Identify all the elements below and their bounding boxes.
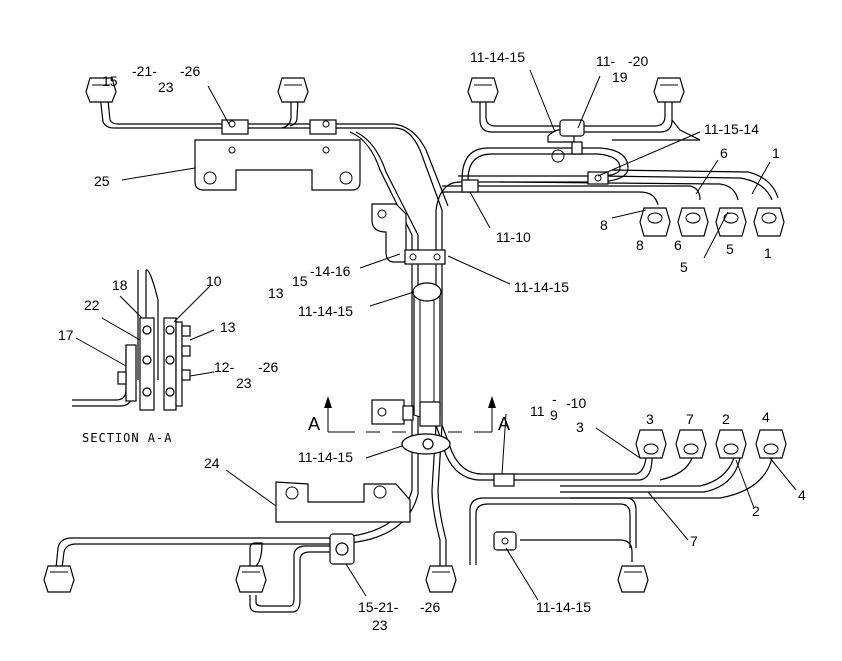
label-bot-11-14-15: 11-14-15: [536, 599, 591, 615]
nut-3: [635, 429, 667, 459]
label-tc-20: -20: [628, 53, 648, 69]
label-r-1: 1: [772, 145, 780, 161]
label-r-11-15-14: 11-15-14: [704, 121, 759, 137]
label-b-7: 7: [686, 411, 694, 427]
fitting-nuts: [43, 77, 787, 593]
label-m-9: 9: [550, 407, 558, 423]
nut-1: [753, 207, 785, 237]
label-s-23: 23: [236, 375, 252, 391]
bracket-25: [194, 139, 361, 191]
label-r-1b: 1: [764, 245, 772, 261]
nut-bottom-2: [235, 565, 267, 593]
label-r-5b: 5: [726, 241, 734, 257]
label-c-11-14-15b: 11-14-15: [298, 303, 353, 319]
label-b-7r: 7: [690, 533, 698, 549]
nut-bottom-1: [43, 565, 75, 593]
bracket-24: [275, 481, 411, 523]
nut-7: [675, 429, 707, 459]
label-c-11-10: 11-10: [496, 229, 531, 245]
label-r-6: 6: [720, 145, 728, 161]
section-cut-line: [324, 396, 496, 433]
callout-labels: 15 -21- 23 -26 25 11-14-15 11- 19 -20 11…: [58, 49, 806, 633]
label-b-11-14-15: 11-14-15: [298, 449, 353, 465]
nut-top-3: [467, 77, 499, 103]
label-m-10: -10: [566, 395, 586, 411]
label-s-22: 22: [84, 297, 100, 313]
label-b-24: 24: [204, 455, 220, 471]
nut-6: [677, 207, 709, 237]
label-s-26: -26: [258, 359, 278, 375]
label-tl-23: 23: [158, 79, 174, 95]
nut-top-1: [85, 77, 117, 103]
leader-lines: [75, 69, 797, 601]
label-b-3: 3: [646, 411, 654, 427]
section-a-a-detail: [72, 269, 191, 411]
label-c-14-16: -14-16: [310, 263, 351, 279]
bracket-center-upper: [371, 203, 407, 263]
label-tc-11: 11-: [596, 53, 616, 69]
nut-4: [755, 429, 787, 459]
label-bot-23: 23: [372, 617, 388, 633]
label-s-10: 10: [206, 273, 222, 289]
label-tl-15: 15: [102, 73, 118, 89]
label-b-4: 4: [762, 409, 770, 425]
label-s-17: 17: [58, 327, 74, 343]
label-r-6b: 6: [674, 237, 682, 253]
label-c-15: 15: [292, 273, 308, 289]
label-c-11-14-15a: 11-14-15: [514, 279, 569, 295]
label-r-5: 5: [680, 259, 688, 275]
label-bot-26: -26: [420, 599, 440, 615]
nut-2: [715, 429, 747, 459]
nut-8: [639, 207, 671, 237]
label-a-right: A: [498, 414, 510, 434]
nut-bottom-3: [425, 565, 457, 593]
label-s-13: 13: [220, 319, 236, 335]
label-r-8: 8: [600, 217, 608, 233]
nut-top-2: [277, 77, 309, 103]
brackets: [194, 119, 609, 565]
label-b-4r: 4: [798, 487, 806, 503]
label-tc-11-14-15: 11-14-15: [470, 49, 525, 65]
label-b-2: 2: [722, 411, 730, 427]
label-m-dash: -: [552, 391, 557, 407]
label-c-13: 13: [268, 285, 284, 301]
label-r-8b: 8: [636, 237, 644, 253]
label-25: 25: [94, 173, 110, 189]
label-tc-19: 19: [612, 69, 628, 85]
section-title: SECTION A-A: [82, 431, 172, 445]
label-a-left: A: [308, 414, 320, 434]
center-clamp: [413, 282, 441, 419]
label-b-2r: 2: [752, 503, 760, 519]
nut-top-4: [653, 77, 685, 103]
label-m-3: 3: [576, 419, 584, 435]
label-tl-21: -21-: [132, 63, 157, 79]
nut-5: [715, 207, 747, 237]
label-s-12: 12-: [214, 359, 235, 375]
label-s-18: 18: [112, 277, 128, 293]
label-m-11: 11: [530, 403, 545, 419]
nut-bottom-4: [617, 565, 649, 593]
label-tl-26: -26: [180, 63, 200, 79]
label-bot-15-21: 15-21-: [358, 599, 399, 615]
